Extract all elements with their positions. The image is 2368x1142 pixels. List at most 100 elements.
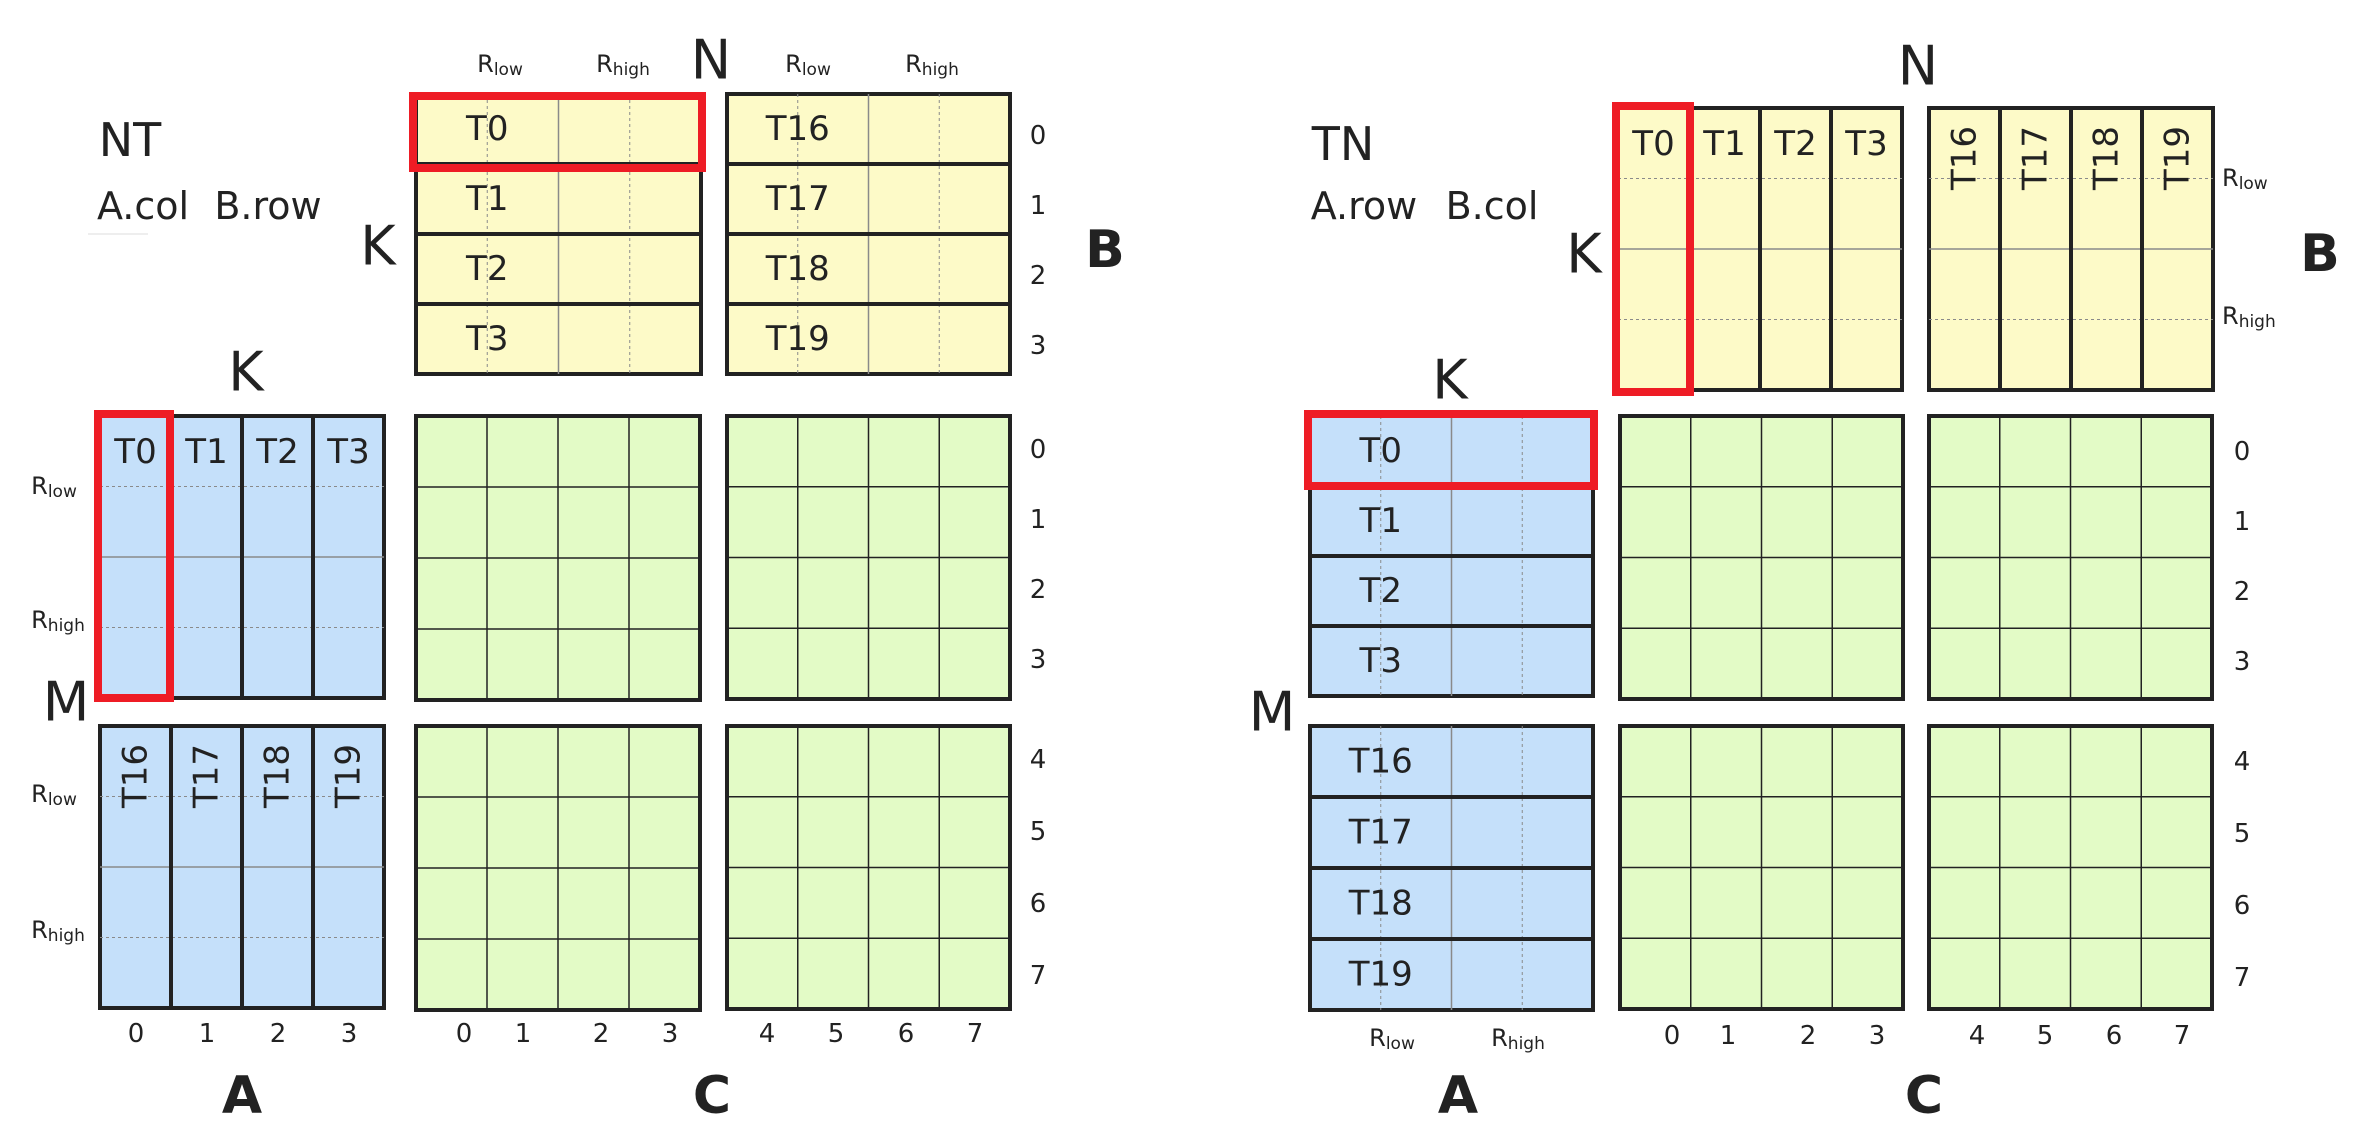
thread-label: T18 [765,249,830,289]
thread-label: T18 [2087,126,2127,191]
a-col-index: 0 [128,1019,145,1049]
c-row-index: 7 [1030,961,1047,991]
thread-label: T2 [1773,124,1816,164]
c-block [725,724,1012,1011]
dim-label-n: N [691,29,731,92]
matrix-label-a: A [222,1066,262,1126]
c-block [1927,414,2214,701]
thread-label: T17 [765,179,830,219]
c-col-index: 0 [1664,1021,1681,1051]
thread-label: T3 [1844,124,1887,164]
dim-label-k: K [360,215,397,278]
c-col-index: 5 [828,1019,845,1049]
c-col-index: 5 [2037,1021,2054,1051]
thread-label: T3 [1359,641,1402,681]
b-row-index: 0 [1030,121,1047,151]
c-row-index: 7 [2234,963,2251,993]
thread-label: T1 [465,179,508,219]
layout-b-label: B.col [1446,184,1539,228]
thread-label: T3 [326,432,369,472]
c-col-index: 2 [593,1019,610,1049]
c-col-index: 2 [1800,1021,1817,1051]
b-row-index: 3 [1030,331,1047,361]
c-row-index: 5 [2234,819,2251,849]
a-col-rlow: Rlow [1369,1024,1415,1054]
layout-a-label: A.col [97,184,189,228]
dim-label-k: K [1432,349,1469,412]
a-row-rhigh: Rhigh [31,916,85,946]
thread-label: T19 [329,744,369,809]
thread-label: T1 [1359,501,1402,541]
a-col-index: 1 [199,1019,216,1049]
thread-label: T0 [1359,431,1402,471]
b-col-header-rlow: Rlow [477,50,523,80]
dim-label-m: M [43,671,90,734]
c-block [725,414,1012,701]
thread-label: T18 [1348,884,1413,924]
c-row-index: 4 [2234,747,2251,777]
dim-label-k: K [1566,223,1603,286]
c-col-index: 7 [967,1019,984,1049]
c-row-index: 6 [2234,891,2251,921]
b-col-header-rlow: Rlow [785,50,831,80]
c-row-index: 0 [2234,437,2251,467]
a-col-index: 2 [270,1019,287,1049]
c-col-index: 7 [2174,1021,2191,1051]
mode-label: NT [99,113,162,167]
a-col-index: 3 [341,1019,358,1049]
c-row-index: 1 [2234,507,2251,537]
matrix-label-b: B [2300,224,2340,284]
highlight-t0-a [1304,410,1598,490]
thread-label: T2 [465,249,508,289]
highlight-t0-b [1612,102,1694,396]
thread-label: T16 [765,109,830,149]
c-col-index: 6 [2106,1021,2123,1051]
thread-label: T16 [1945,126,1985,191]
c-col-index: 4 [1969,1021,1986,1051]
thread-label: T0 [1631,124,1674,164]
b-col-header-rhigh: Rhigh [596,50,650,80]
thread-label: T0 [465,109,508,149]
c-row-index: 3 [2234,647,2251,677]
c-block [414,724,702,1012]
thread-label: T16 [1348,742,1413,782]
matrix-label-c: C [693,1066,731,1126]
thread-label: T16 [116,744,156,809]
c-col-index: 1 [515,1019,532,1049]
dim-label-m: M [1249,681,1296,744]
matrix-label-b: B [1085,220,1125,280]
thread-label: T17 [1348,813,1413,853]
b-row-rlow: Rlow [2222,164,2268,194]
c-row-index: 3 [1030,645,1047,675]
c-row-index: 4 [1030,745,1047,775]
c-row-index: 0 [1030,435,1047,465]
thread-label: T2 [1359,571,1402,611]
c-col-index: 0 [456,1019,473,1049]
thread-label: T17 [187,744,227,809]
highlight-t0-b [409,92,706,172]
matrix-label-c: C [1905,1066,1943,1126]
dim-label-n: N [1898,35,1938,98]
thread-label: T0 [113,432,156,472]
c-col-index: 1 [1720,1021,1737,1051]
c-row-index: 2 [1030,575,1047,605]
c-col-index: 6 [898,1019,915,1049]
thread-label: T17 [2016,126,2056,191]
c-row-index: 1 [1030,505,1047,535]
c-row-index: 2 [2234,577,2251,607]
layout-b-label: B.row [214,184,321,228]
a-col-rhigh: Rhigh [1491,1024,1545,1054]
c-row-index: 6 [1030,889,1047,919]
b-col-header-rhigh: Rhigh [905,50,959,80]
c-col-index: 4 [759,1019,776,1049]
thread-label: T19 [1348,955,1413,995]
a-row-rlow: Rlow [31,472,77,502]
